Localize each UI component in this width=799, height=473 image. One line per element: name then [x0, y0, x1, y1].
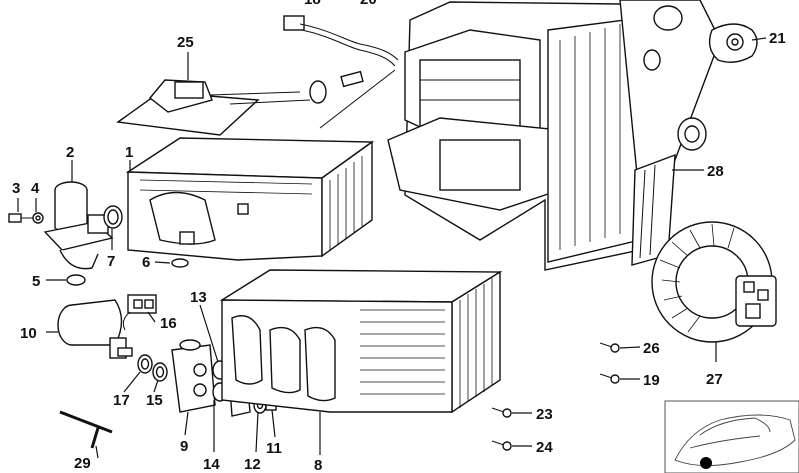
part-21-servo — [708, 23, 758, 63]
callout-24: 24 — [536, 439, 553, 456]
callout-labels: 25 18 20 2 1 3 4 5 7 6 21 28 10 13 16 17… — [12, 0, 786, 473]
leader-lines — [17, 37, 767, 459]
callout-15: 15 — [146, 392, 163, 409]
part-2-actuator — [43, 181, 114, 270]
callout-13: 13 — [190, 289, 207, 306]
part-8-evaporator-core — [219, 269, 503, 414]
callout-19: 19 — [643, 372, 660, 389]
callout-20: 20 — [360, 0, 377, 8]
callout-7: 7 — [107, 253, 115, 270]
callout-16: 16 — [160, 315, 177, 332]
part-27-blower-fan — [651, 221, 777, 343]
callout-18: 18 — [304, 0, 321, 8]
callout-4: 4 — [31, 180, 40, 197]
part-5-o-ring — [66, 274, 86, 286]
part-24-screw — [491, 440, 512, 451]
callout-6: 6 — [142, 254, 150, 271]
part-26-screw — [599, 342, 620, 353]
part-4-washer — [32, 212, 44, 224]
callout-10: 10 — [20, 325, 37, 342]
callout-14: 14 — [203, 456, 220, 473]
callout-21: 21 — [769, 30, 786, 47]
part-7-seal — [103, 205, 123, 229]
part-23-screw — [491, 407, 512, 418]
callout-3: 3 — [12, 180, 20, 197]
part-17-o-ring — [137, 354, 153, 374]
part-28-duct — [631, 153, 676, 266]
part-25-control-bracket — [116, 79, 327, 136]
callout-11: 11 — [266, 440, 282, 457]
callout-8: 8 — [314, 457, 322, 473]
part-18-wire-harness — [283, 15, 399, 129]
callout-23: 23 — [536, 406, 553, 423]
callout-5: 5 — [32, 273, 40, 290]
part-10-solenoid-valve — [57, 299, 133, 359]
callout-1: 1 — [125, 144, 133, 161]
callout-2: 2 — [66, 144, 74, 161]
part-29-t-wrench — [59, 410, 113, 449]
heater-housing-assembly — [387, 0, 721, 271]
callout-28: 28 — [707, 163, 724, 180]
callout-12: 12 — [244, 456, 261, 473]
part-3-screw — [8, 213, 34, 223]
callout-9: 9 — [180, 438, 188, 455]
callout-17: 17 — [113, 392, 130, 409]
part-15-o-ring — [152, 362, 168, 382]
part-1-evaporator-housing — [125, 137, 375, 261]
callout-29: 29 — [74, 455, 91, 472]
callout-25: 25 — [177, 34, 194, 51]
callout-27: 27 — [706, 371, 723, 388]
vehicle-thumbnail — [664, 400, 799, 473]
part-16-connector — [122, 294, 157, 331]
part-6-o-ring — [171, 258, 189, 268]
callout-26: 26 — [643, 340, 660, 357]
part-9-expansion-valve — [171, 339, 216, 413]
part-19-screw — [599, 373, 620, 384]
location-dot-icon — [700, 457, 712, 469]
